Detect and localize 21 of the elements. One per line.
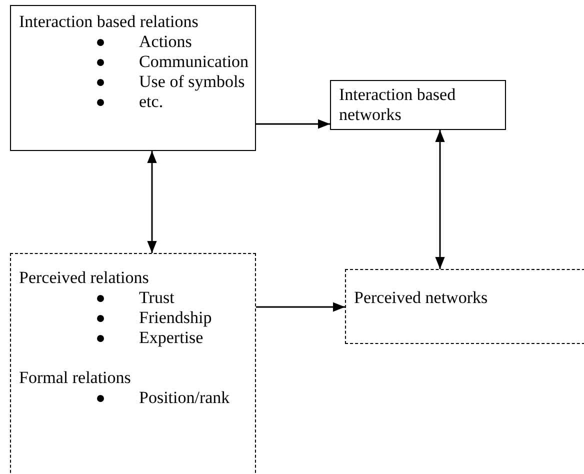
process-box [330,80,506,130]
process-box [10,5,256,151]
list-item: Trust [139,288,174,307]
box-label: Interaction based networks [339,85,456,124]
dashed-box [345,269,584,344]
list-item: Use of symbols [139,72,245,91]
list-item: Communication [139,52,249,71]
list-item: Expertise [139,328,204,347]
box-label: Perceived networks [354,288,488,307]
list-item: etc. [139,92,164,111]
heading-text: Interaction based relations [19,12,200,32]
arrow [435,130,445,269]
list-item: Actions [139,32,192,51]
list-item: Position/rank [139,388,230,407]
arrow [147,151,157,253]
heading-text: Perceived relations [19,268,150,288]
arrow [256,119,330,129]
heading-text: Formal relations [19,368,132,388]
arrow [256,302,345,312]
list-item: Friendship [139,308,212,327]
dashed-box [10,253,256,474]
